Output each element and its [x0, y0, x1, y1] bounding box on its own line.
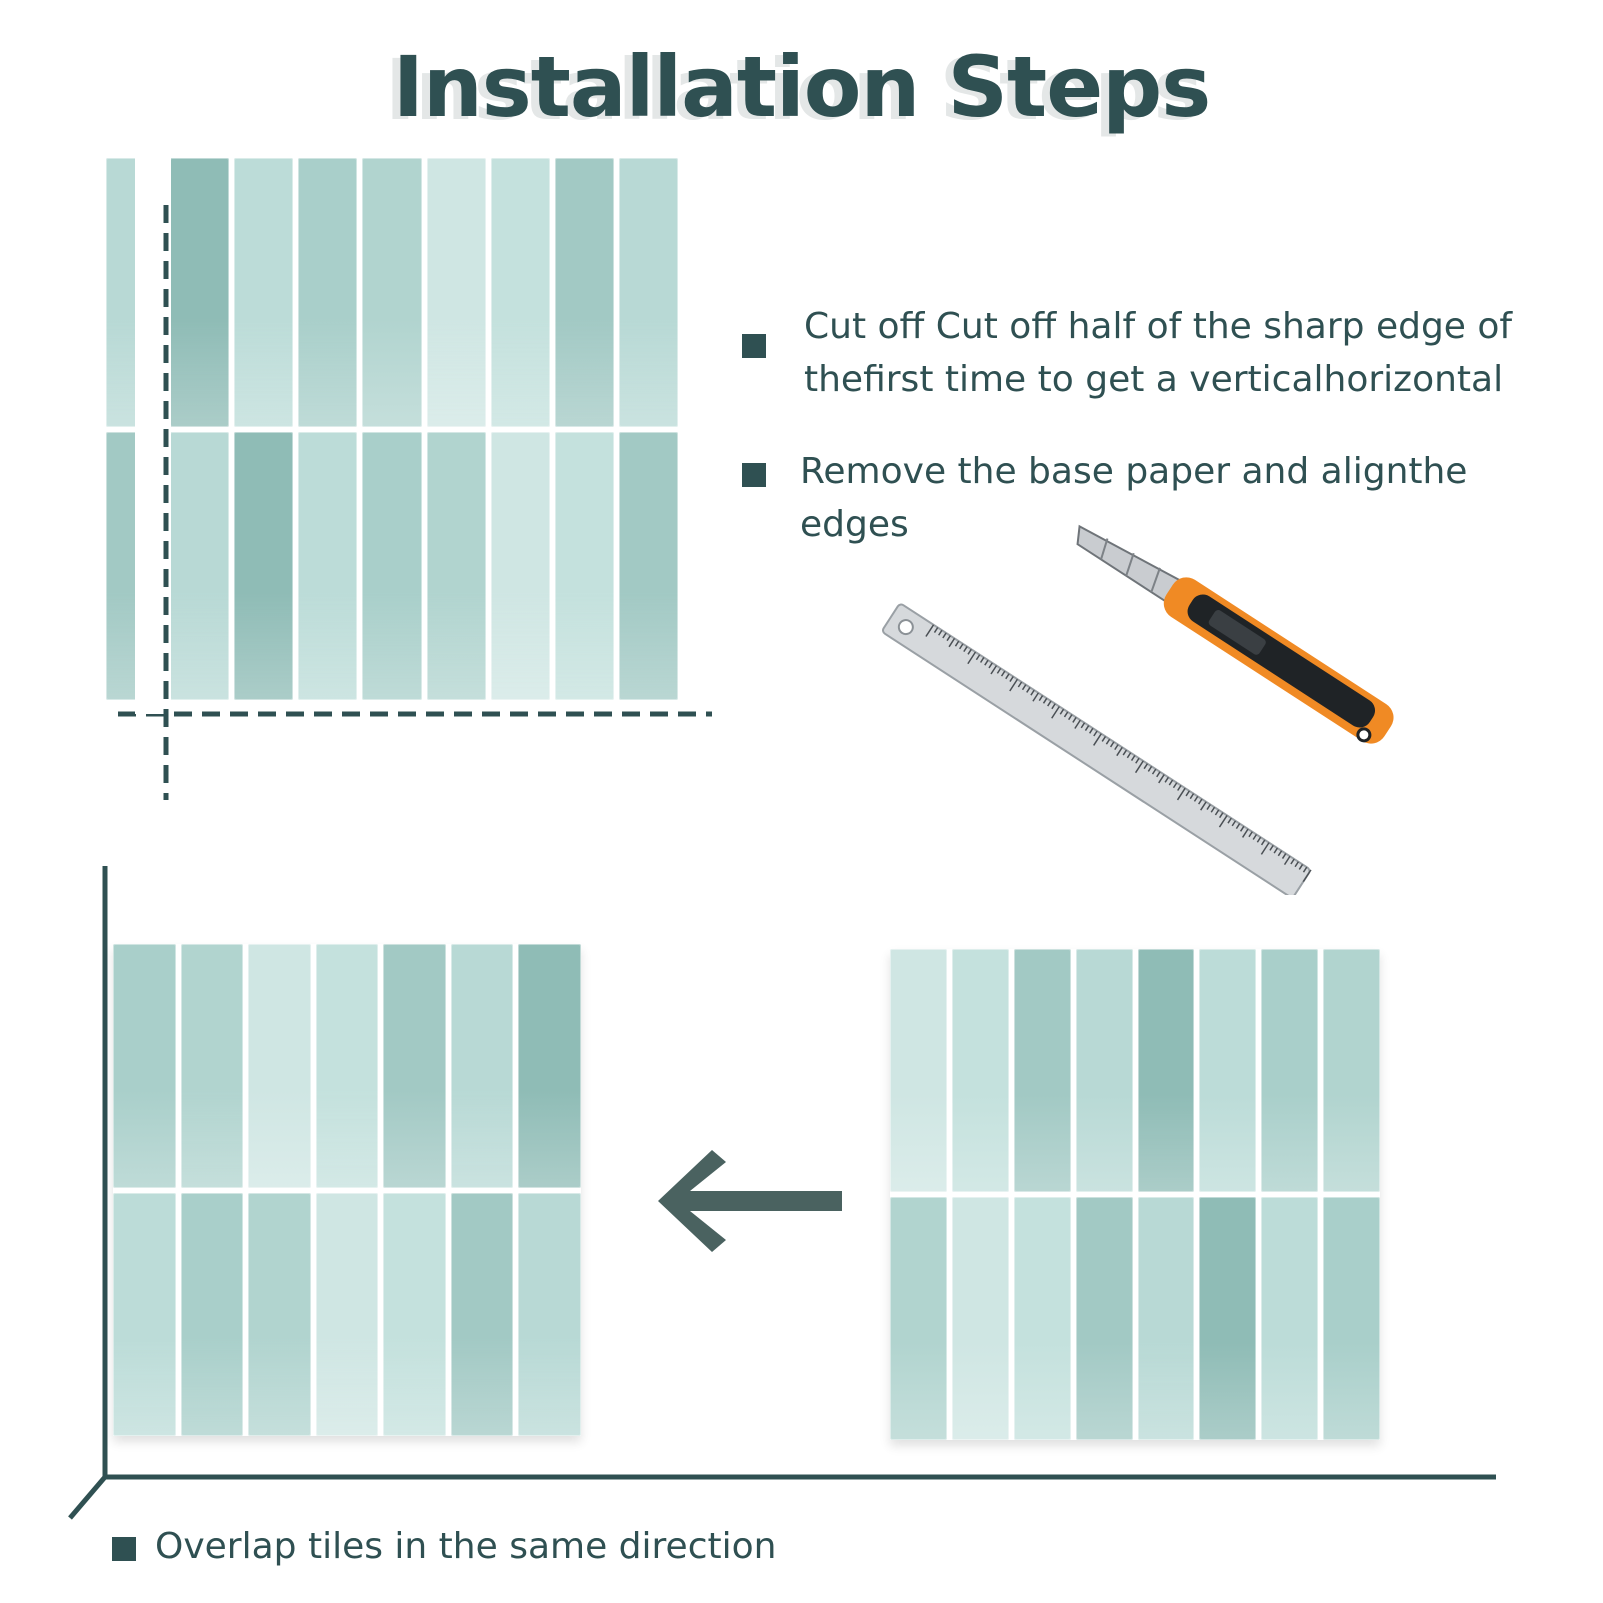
tile [315, 1192, 379, 1436]
tile [890, 949, 947, 1192]
tile [490, 158, 550, 427]
tile [426, 158, 486, 427]
tile [518, 1192, 581, 1436]
tile [426, 431, 486, 700]
tile [298, 158, 358, 427]
tile [490, 431, 550, 700]
arrow-left-icon [658, 1150, 842, 1252]
tile [554, 158, 614, 427]
tile [518, 944, 581, 1188]
tile [315, 944, 379, 1188]
tile [362, 431, 422, 700]
tile [298, 431, 358, 700]
tile [554, 431, 614, 700]
tile [383, 944, 446, 1188]
tile-sheet-installed [113, 944, 581, 1436]
tile [1137, 949, 1195, 1192]
step-2-text: Remove the base paper and alignthe edges [800, 451, 1468, 545]
tile [248, 1192, 311, 1436]
step-1-text: Cut off Cut off half of the sharp edge o… [804, 306, 1513, 400]
ruler-icon [882, 603, 1312, 895]
tile [180, 944, 244, 1188]
tile-sheet-cut [106, 158, 678, 700]
tile [106, 431, 166, 700]
tile [450, 1192, 514, 1436]
tile [234, 431, 294, 700]
step-3-text: Overlap tiles in the same direction [155, 1526, 777, 1567]
page-title: Installation Steps [392, 38, 1212, 136]
tile [113, 1192, 176, 1436]
tile [1199, 949, 1257, 1192]
tile [113, 944, 176, 1188]
tile [618, 158, 678, 427]
step-3-bullet [112, 1537, 136, 1561]
tile [1323, 1197, 1380, 1440]
tile [180, 1192, 244, 1436]
tile [951, 949, 1009, 1192]
tile [234, 158, 294, 427]
tile [106, 158, 166, 427]
tile [1137, 1197, 1195, 1440]
tile [1261, 949, 1319, 1192]
tile [170, 158, 230, 427]
tile [1323, 949, 1380, 1192]
utility-knife-icon [1076, 524, 1394, 744]
tile [1261, 1197, 1319, 1440]
tile [1199, 1197, 1257, 1440]
tile [1075, 1197, 1133, 1440]
tile [1013, 1197, 1071, 1440]
tile [170, 431, 230, 700]
tile [890, 1197, 947, 1440]
tile [362, 158, 422, 427]
step-2-bullet [742, 463, 766, 487]
tile [951, 1197, 1009, 1440]
tile [450, 944, 514, 1188]
tile-sheet-next [890, 949, 1380, 1440]
step-1-bullet [742, 334, 766, 358]
tile [1075, 949, 1133, 1192]
tile [1013, 949, 1071, 1192]
tile [618, 431, 678, 700]
tile [383, 1192, 446, 1436]
tile [248, 944, 311, 1188]
